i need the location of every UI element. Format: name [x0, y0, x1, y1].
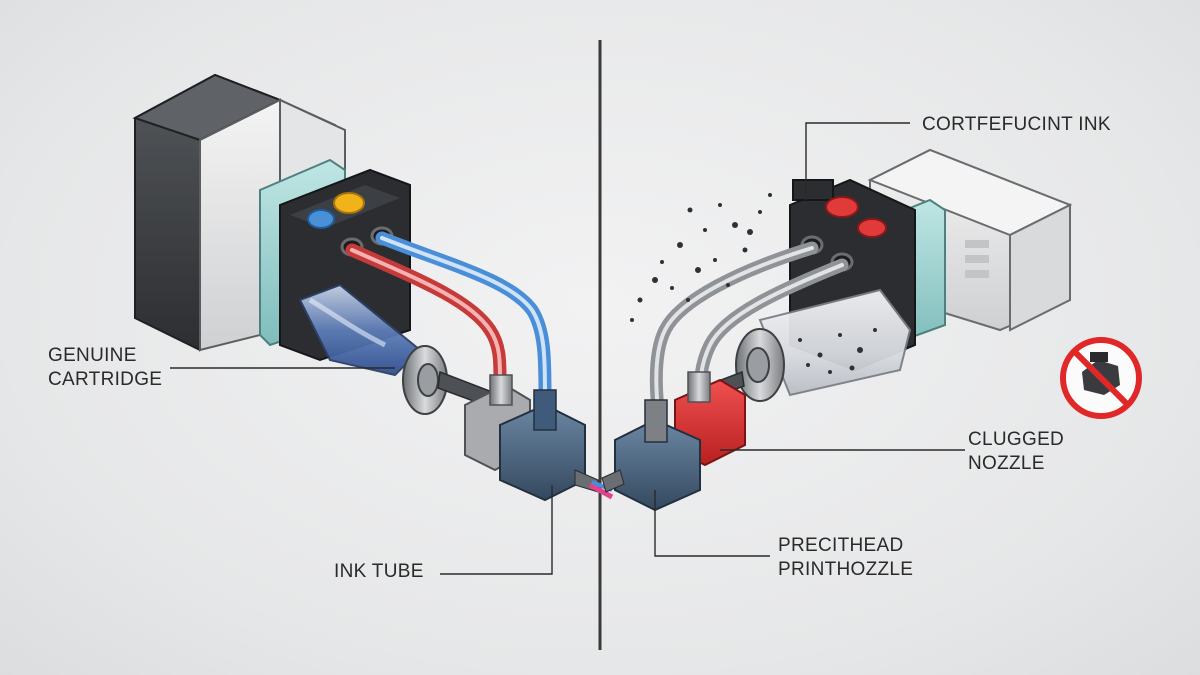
counterfeit-cartridge-illustration — [601, 148, 1073, 512]
clogged-nozzle-label: CLUGGED NOZZLE — [968, 428, 1064, 476]
clogged-label-line2: NOZZLE — [968, 453, 1045, 474]
leader-lines — [170, 122, 965, 575]
printhead-label-line1: PRECITHEAD — [778, 535, 904, 556]
genuine-label-line2: CARTRIDGE — [48, 369, 163, 390]
no-printer-icon — [1060, 337, 1142, 419]
printhead-label: PRECITHEAD PRINTHOZZLE — [778, 534, 913, 582]
genuine-cartridge-illustration — [132, 73, 614, 502]
ink-tube-label: INK TUBE — [334, 560, 424, 584]
ink-particles — [630, 193, 877, 374]
genuine-cartridge-label: GENUINE CARTRIDGE — [48, 344, 162, 392]
leader-printhead — [654, 490, 770, 557]
leader-ink-tube — [440, 485, 553, 575]
leader-counterfeit — [805, 122, 910, 200]
ink-tube-text: INK TUBE — [334, 561, 424, 582]
clogged-label-line1: CLUGGED — [968, 429, 1065, 450]
counterfeit-ink-text: CORTFEFUCINT INK — [922, 114, 1111, 135]
genuine-label-line1: GENUINE — [48, 345, 137, 366]
printhead-label-line2: PRINTHOZZLE — [778, 559, 914, 580]
counterfeit-ink-label: CORTFEFUCINT INK — [922, 113, 1111, 137]
